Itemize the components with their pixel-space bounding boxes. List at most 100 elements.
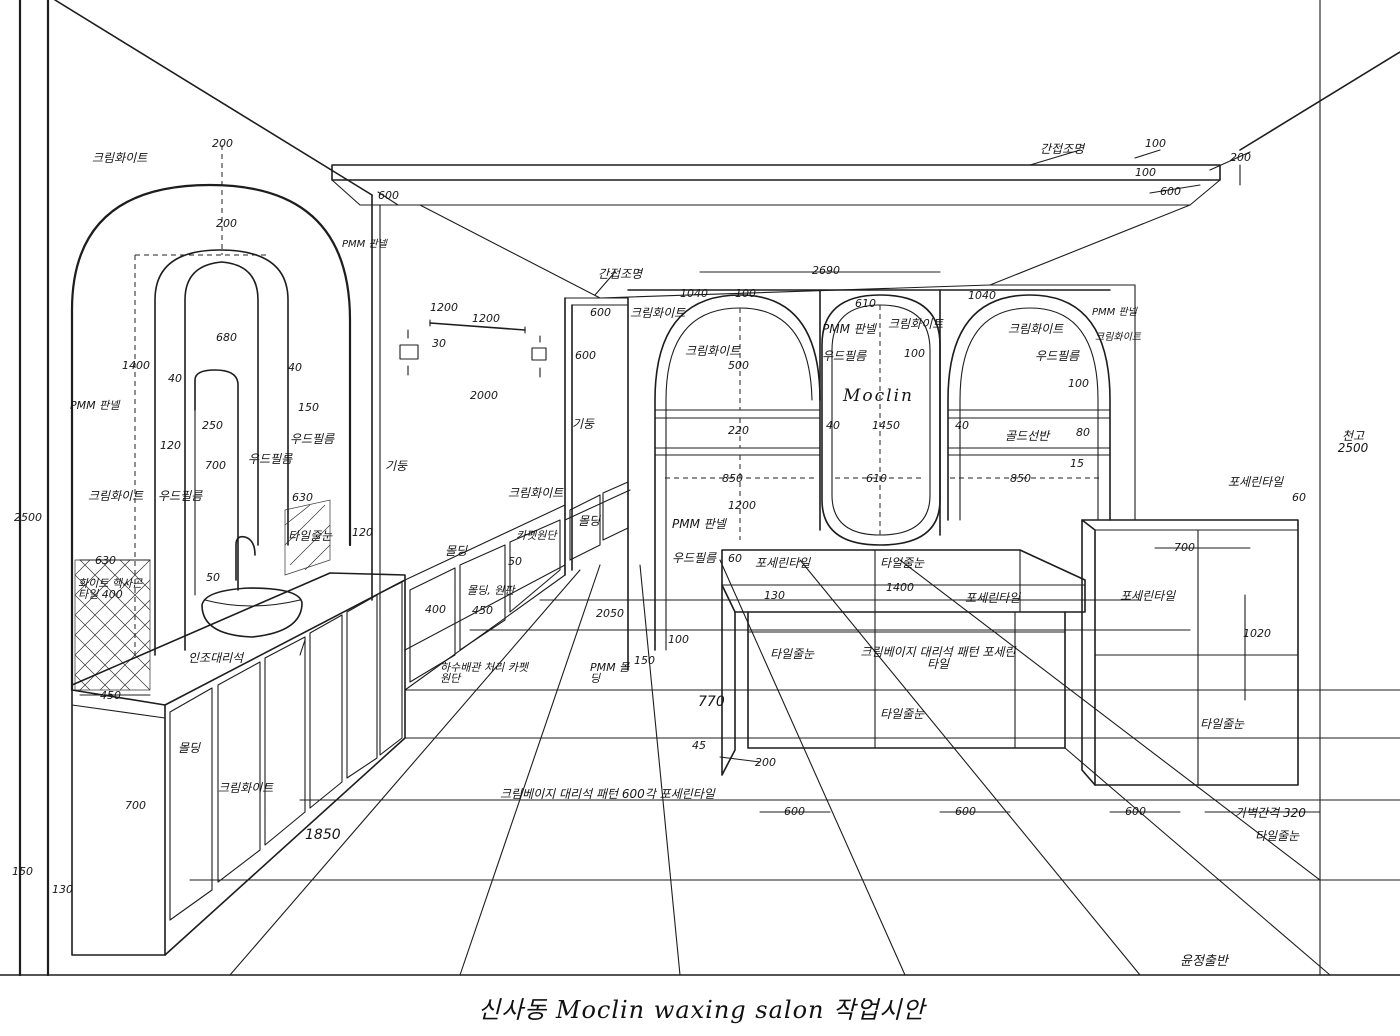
dim-60-desk: 60 xyxy=(728,552,742,565)
dim-50: 50 xyxy=(206,571,220,584)
right-counter xyxy=(1081,519,1299,786)
label-wood-film-right: 우드필름 xyxy=(1035,349,1080,363)
label-wood-film-left-pillar: 우드필름 xyxy=(158,489,203,503)
label-cream-white-mid: 크림화이트 xyxy=(630,306,686,320)
sign-moclin: Moclin xyxy=(843,386,914,406)
dim-60-right: 60 xyxy=(1292,491,1306,504)
dim-100-base: 100 xyxy=(668,633,689,646)
label-cream-white-right: 크림화이트 xyxy=(508,486,564,500)
dim-610-bottom: 610 xyxy=(866,472,887,485)
dim-610-top: 610 xyxy=(855,297,876,310)
label-cream-white-arch-right: 크림화이트 xyxy=(1008,322,1064,336)
dim-100-arch: 100 xyxy=(735,287,756,300)
sink-basin xyxy=(201,535,303,638)
label-pmm-left-wall: PMM 판넬 xyxy=(70,399,120,412)
label-waste-panel: 하수배관 처리 카펫원단 xyxy=(440,661,528,685)
label-cream-white-edge: 크림화이트 xyxy=(1095,332,1141,343)
dim-600-pillar: 600 xyxy=(575,349,596,362)
label-tile-joint-left: 타일줄눈 xyxy=(770,647,815,661)
room-outline xyxy=(0,0,1400,977)
dim-1200-arch: 1200 xyxy=(728,499,756,512)
label-porcelain-tile-right: 포세린타일 xyxy=(1120,589,1176,603)
dim-2000: 2000 xyxy=(470,389,498,402)
label-wood-film-left: 우드필름 xyxy=(290,432,335,446)
ceiling-beam xyxy=(331,151,1251,299)
dim-1850: 1850 xyxy=(305,827,341,843)
dim-150: 150 xyxy=(298,401,319,414)
label-wood-film-arch: 우드필름 xyxy=(248,452,293,466)
dim-15: 15 xyxy=(1070,457,1084,470)
label-molding-mid: 몰딩 xyxy=(578,514,601,528)
label-pillar-left: 기둥 xyxy=(385,459,408,473)
dim-250: 250 xyxy=(202,419,223,432)
dim-500-arch: 500 xyxy=(728,359,749,372)
label-cream-beige-tile: 크림베이지 대리석 패턴 포세린타일 xyxy=(860,645,1016,671)
dimension-lines xyxy=(79,149,1321,813)
dim-600-beam-right: 600 xyxy=(1160,185,1181,198)
dim-150-floor: 150 xyxy=(12,865,33,878)
dim-450-panel: 450 xyxy=(472,604,493,617)
dim-600-f1: 600 xyxy=(784,805,805,818)
wall-lights xyxy=(399,319,547,378)
dim-40-c: 40 xyxy=(826,419,840,432)
dim-200-desk: 200 xyxy=(755,756,776,769)
label-tile-joint-floor: 타일줄눈 xyxy=(1255,829,1300,843)
dim-450: 450 xyxy=(100,689,121,702)
dim-30: 30 xyxy=(432,337,446,350)
dim-100-beam: 100 xyxy=(1135,166,1156,179)
dim-120-rail: 1200 xyxy=(430,301,458,314)
dim-1400-desk: 1400 xyxy=(886,581,914,594)
label-floor-tile: 크림베이지 대리석 패턴 600각 포세린타일 xyxy=(500,787,715,801)
label-tile-right: 타일줄눈 xyxy=(288,529,333,543)
dim-150-base: 150 xyxy=(634,654,655,667)
dim-600-beam-left: 600 xyxy=(378,189,399,202)
dim-600-side: 600 xyxy=(590,306,611,319)
dim-100-right: 100 xyxy=(1068,377,1089,390)
dim-100-top: 100 xyxy=(1145,137,1166,150)
label-pillar-mid: 기둥 xyxy=(572,417,595,431)
dim-1040-a: 1040 xyxy=(680,287,708,300)
dim-1040-b: 1040 xyxy=(968,289,996,302)
dim-100-mid: 100 xyxy=(904,347,925,360)
label-indirect-light-top: 간접조명 xyxy=(1040,142,1085,156)
label-cream-white-left-wall: 크림화이트 xyxy=(88,489,144,503)
dim-130: 130 xyxy=(52,883,73,896)
drawing-title: 신사동 Moclin waxing salon 작업시안 xyxy=(478,996,926,1024)
wainscot-panels xyxy=(404,481,631,691)
label-pmm-panel-right: PMM 판넬 xyxy=(1092,307,1137,318)
dim-850-b: 850 xyxy=(1010,472,1031,485)
label-indirect-light-mid: 간접조명 xyxy=(598,267,643,281)
label-cream-white-cabinet: 크림화이트 xyxy=(218,781,274,795)
dim-40-b: 40 xyxy=(288,361,302,374)
label-molding-fabric: 몰딩, 원판 xyxy=(467,584,515,597)
dim-200-beam: 200 xyxy=(1230,151,1251,164)
dim-630-b: 630 xyxy=(292,491,313,504)
label-tile-joint-right: 타일줄눈 xyxy=(1200,717,1245,731)
signature: 윤정출반 xyxy=(1180,954,1228,969)
dim-630-a: 630 xyxy=(95,554,116,567)
dim-680: 680 xyxy=(216,331,237,344)
label-tile-sheet: 화이트 헥사곤 타일 400 xyxy=(78,577,143,601)
label-tile-joint-top: 타일줄눈 xyxy=(880,556,925,570)
dim-400-panel: 400 xyxy=(425,603,446,616)
label-wood-shelf: 골드선반 xyxy=(1005,429,1050,443)
dim-700-cab: 700 xyxy=(125,799,146,812)
dim-40-a: 40 xyxy=(168,372,182,385)
dim-600-f3: 600 xyxy=(1125,805,1146,818)
dim-2690: 2690 xyxy=(812,264,840,277)
dim-40-d: 40 xyxy=(955,419,969,432)
dim-700-right: 700 xyxy=(1174,541,1195,554)
label-ceiling-height: 천고 2500 xyxy=(1337,429,1369,455)
dim-2050: 2050 xyxy=(596,607,624,620)
dim-850-a: 850 xyxy=(722,472,743,485)
dim-1450: 1450 xyxy=(872,419,900,432)
dim-200-arch: 200 xyxy=(216,217,237,230)
dim-120: 120 xyxy=(160,439,181,452)
label-cream-white-center: 크림화이트 xyxy=(888,317,944,331)
dim-50-panel: 50 xyxy=(508,555,522,568)
label-cream-white-wall: 크림화이트 xyxy=(92,151,148,165)
vanity-cabinet xyxy=(71,572,406,956)
label-wood-film-lower: 우드필름 xyxy=(672,551,717,565)
dim-770: 770 xyxy=(698,694,725,710)
dim-600-f2: 600 xyxy=(955,805,976,818)
